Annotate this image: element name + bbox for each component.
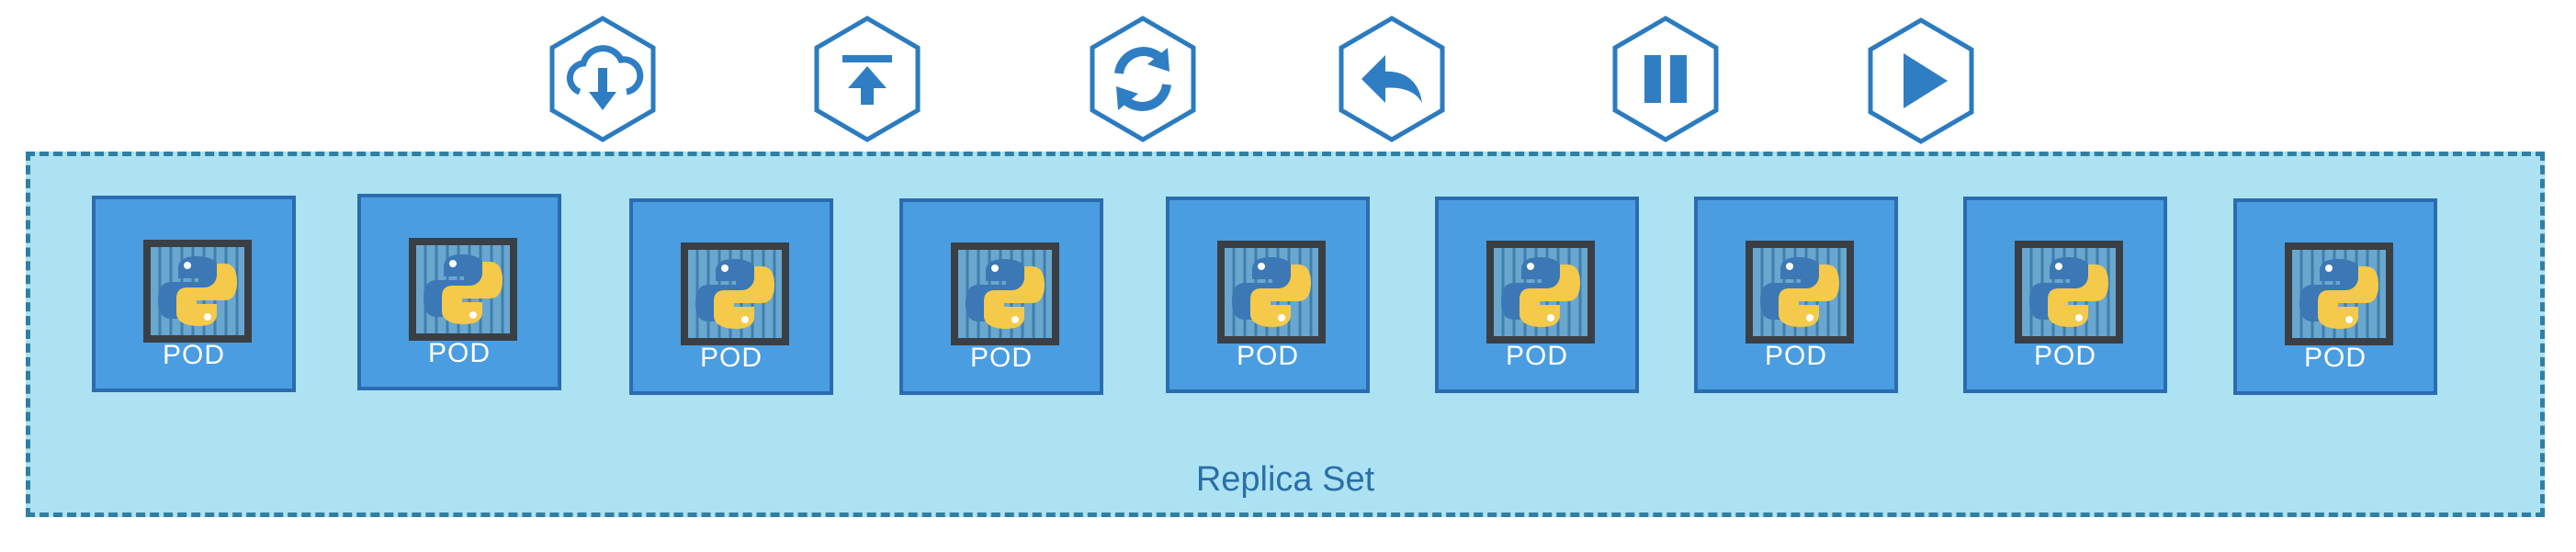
container-icon xyxy=(1217,241,1326,344)
python-logo-icon xyxy=(1494,248,1587,336)
refresh-icon[interactable] xyxy=(1087,15,1199,143)
container-icon xyxy=(409,238,517,341)
python-logo-icon xyxy=(958,250,1052,338)
pause-icon[interactable] xyxy=(1610,15,1722,143)
replica-set: POD POD POD POD POD POD POD POD POD Replica Set xyxy=(26,152,2545,517)
pod[interactable]: POD xyxy=(92,196,296,392)
container-icon xyxy=(1486,241,1595,344)
pod-label: POD xyxy=(427,338,491,368)
pod-label: POD xyxy=(1505,341,1568,371)
container-icon xyxy=(1746,241,1854,344)
pod-label: POD xyxy=(1236,341,1299,371)
python-logo-icon xyxy=(1753,248,1847,336)
python-logo-icon xyxy=(416,245,510,333)
pod[interactable]: POD xyxy=(1963,197,2167,393)
pod-label: POD xyxy=(2033,341,2096,371)
container-icon xyxy=(2015,241,2123,344)
container-icon xyxy=(951,242,1059,345)
container-icon xyxy=(2285,242,2393,345)
python-logo-icon xyxy=(2022,248,2116,336)
python-logo-icon xyxy=(688,250,782,338)
container-icon xyxy=(143,240,252,343)
pod-label: POD xyxy=(1764,341,1827,371)
toolbar xyxy=(0,0,2576,147)
pod[interactable]: POD xyxy=(357,194,561,390)
pod[interactable]: POD xyxy=(899,198,1103,395)
pod[interactable]: POD xyxy=(1694,197,1898,393)
pod[interactable]: POD xyxy=(2233,198,2437,395)
pod-label: POD xyxy=(2303,343,2367,373)
cloud-download-icon[interactable] xyxy=(547,15,659,143)
pod[interactable]: POD xyxy=(629,198,833,395)
undo-icon[interactable] xyxy=(1336,15,1448,143)
python-logo-icon xyxy=(151,247,244,335)
pod[interactable]: POD xyxy=(1166,197,1370,393)
upload-icon[interactable] xyxy=(811,15,923,143)
pod-label: POD xyxy=(969,343,1033,373)
play-icon[interactable] xyxy=(1865,17,1977,145)
pod-label: POD xyxy=(162,340,225,370)
pod[interactable]: POD xyxy=(1435,197,1639,393)
replica-set-label: Replica Set xyxy=(1195,460,1375,499)
container-icon xyxy=(681,242,789,345)
pod-label: POD xyxy=(699,343,763,373)
python-logo-icon xyxy=(2292,250,2386,338)
python-logo-icon xyxy=(1225,248,1318,336)
